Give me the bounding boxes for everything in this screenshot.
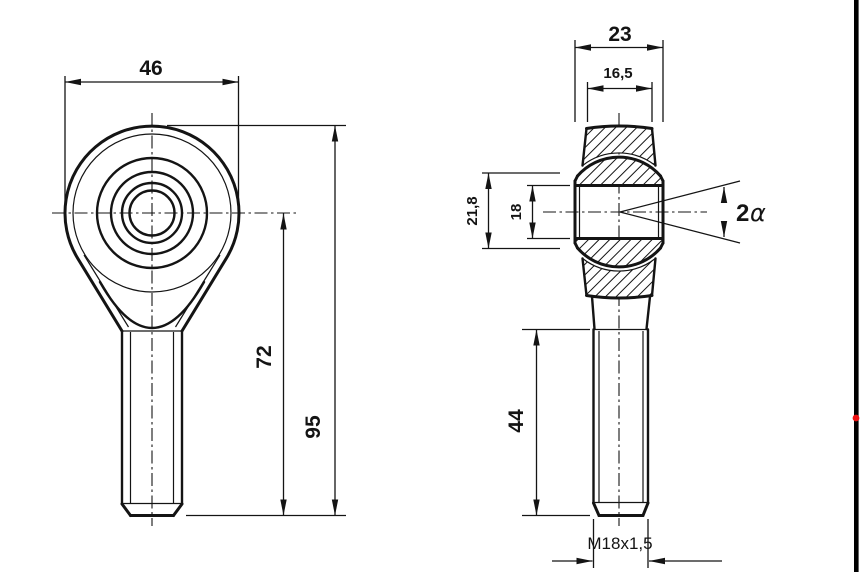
housing-top-left-edge — [581, 127, 588, 167]
front-bore-circle — [128, 189, 176, 237]
ball-top-section — [575, 157, 663, 186]
dimension-ball-width: 23 — [574, 23, 664, 122]
dimension-housing-width: 16,5 — [586, 65, 653, 122]
dimension-misalignment-angle: 2 α — [619, 180, 766, 244]
housing-seat-arc-bottom — [582, 257, 656, 272]
front-ring-circle-2 — [109, 170, 195, 256]
dimension-thread-length: 44 — [505, 328, 590, 517]
housing-bottom-right-edge — [650, 257, 657, 297]
front-view: 46 72 95 — [52, 57, 346, 526]
angle-symbol-label: α — [750, 199, 766, 227]
angle-line-upper — [619, 180, 741, 213]
front-chamfer-left — [120, 502, 132, 517]
dimension-center-height: 72 — [253, 213, 287, 516]
side-view: 23 16,5 21,8 18 2 — [464, 23, 766, 568]
ball-bottom-section — [575, 238, 663, 267]
sphere-diameter-label: 21,8 — [464, 196, 481, 225]
sphere-bottom-arc — [576, 246, 662, 269]
housing-bottom-left-edge — [581, 257, 588, 297]
dimension-thread-spec: M18x1,5 — [552, 519, 722, 568]
housing-top-face — [585, 124, 654, 130]
front-ring-circle-1 — [95, 156, 209, 270]
sphere-top-arc — [576, 155, 662, 178]
side-chamfer-right — [641, 501, 650, 517]
thread-spec-label: M18x1,5 — [587, 534, 652, 553]
housing-top-right-edge — [650, 127, 657, 167]
housing-seat-arc-top — [582, 152, 656, 167]
bore-diameter-label: 18 — [508, 204, 525, 221]
neck-left — [590, 295, 596, 331]
front-neck-cup-curve — [98, 280, 206, 330]
neck-right — [645, 295, 652, 331]
side-chamfer-left — [592, 501, 601, 517]
center-height-label: 72 — [253, 345, 276, 368]
dimension-total-height: 95 — [167, 124, 346, 517]
angle-line-lower — [619, 211, 741, 244]
front-ring-circle-3 — [120, 181, 184, 245]
angle-prefix-label: 2 — [736, 200, 749, 227]
total-height-label: 95 — [302, 415, 325, 439]
dimension-bore-diameter: 18 — [508, 184, 570, 240]
dimension-head-width: 46 — [64, 57, 240, 211]
window-edge-bar — [854, 0, 859, 572]
housing-width-label: 16,5 — [603, 65, 632, 82]
dimension-sphere-diameter: 21,8 — [464, 172, 560, 250]
front-chamfer-circle — [72, 133, 232, 293]
ball-width-label: 23 — [608, 23, 631, 46]
red-marker-dot — [852, 414, 860, 422]
thread-length-label: 44 — [505, 409, 528, 433]
front-chamfer-right — [172, 502, 184, 517]
head-width-label: 46 — [139, 57, 162, 80]
